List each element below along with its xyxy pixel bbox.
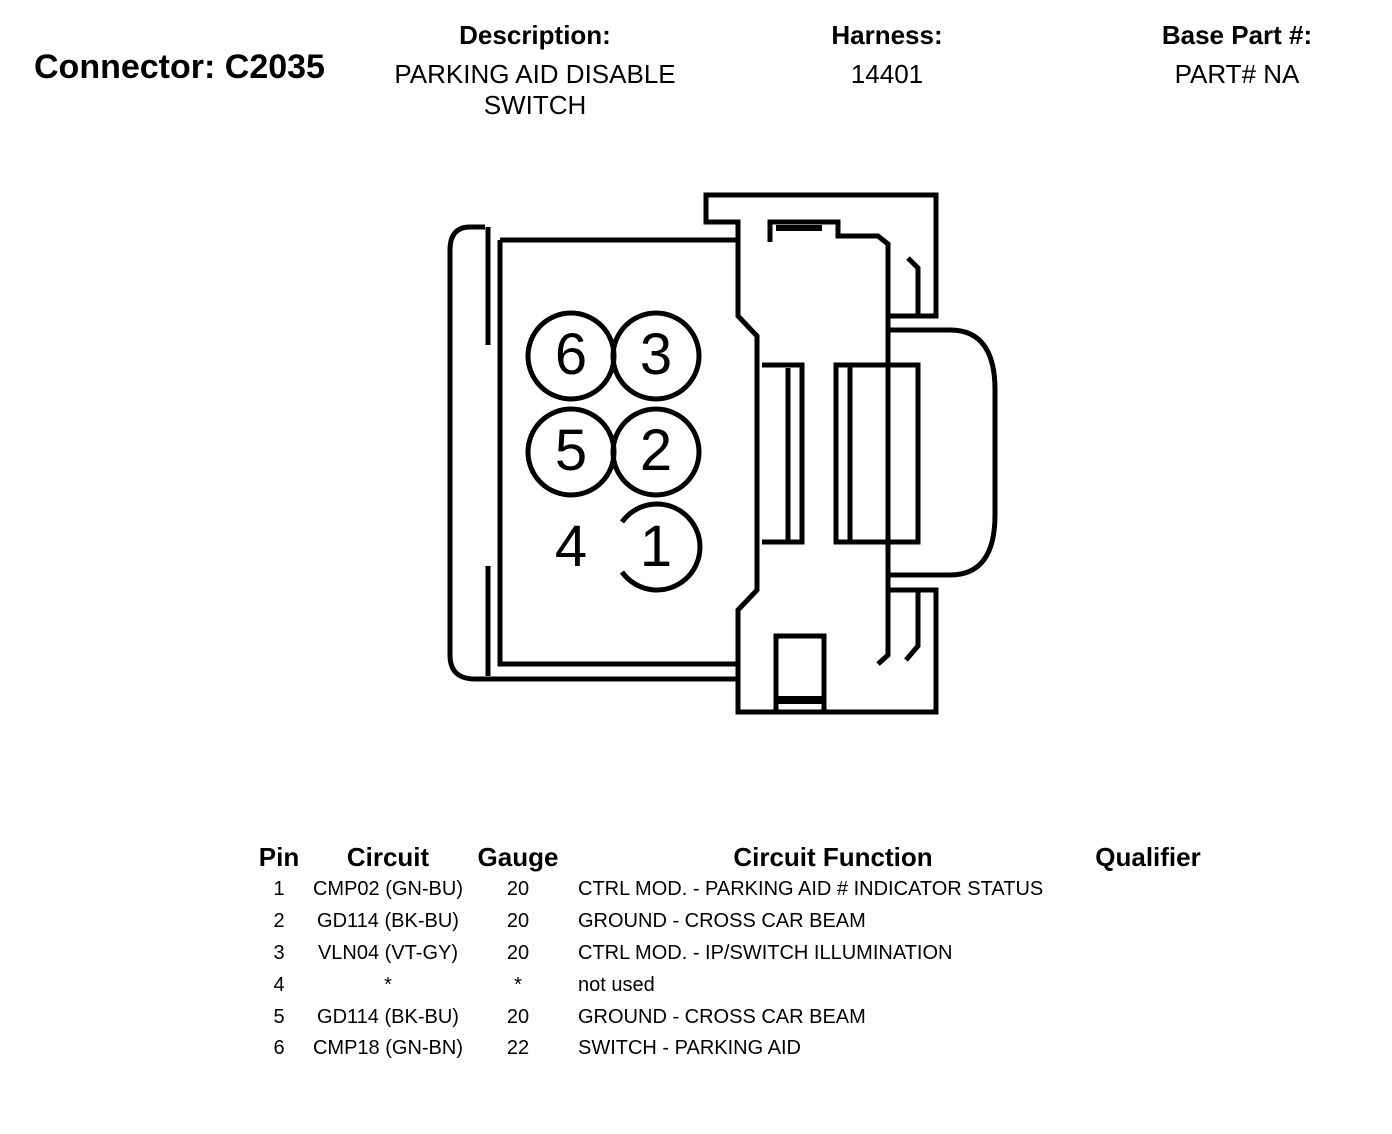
cell-gauge: * (514, 973, 522, 996)
cell-pin: 4 (273, 973, 285, 996)
col-header-function: Circuit Function (733, 841, 933, 872)
cell-function: GROUND - CROSS CAR BEAM (578, 1005, 866, 1028)
cell-circuit: CMP18 (GN-BN) (312, 1037, 463, 1060)
pin-3-circle (610, 310, 702, 402)
cell-qualifier (1088, 969, 1208, 1001)
connector-right-body-top-edge (735, 222, 939, 715)
table-row: 4 * * not used (250, 969, 1208, 1001)
cell-function: CTRL MOD. - PARKING AID # INDICATOR STAT… (578, 878, 1044, 901)
connector-bottom-lock (773, 633, 827, 715)
cell-pin: 2 (273, 910, 285, 933)
col-header-qualifier: Qualifier (1095, 841, 1201, 872)
table-row: 3 VLN04 (VT-GY) 20 CTRL MOD. - IP/SWITCH… (250, 938, 1208, 970)
base-part-value: PART# NA (1174, 59, 1300, 89)
cell-qualifier (1088, 906, 1208, 938)
cell-qualifier (1088, 938, 1208, 970)
pin-label-1: 1 (639, 514, 673, 579)
harness-value: 14401 (850, 59, 924, 89)
pinout-table: Pin Circuit Gauge Circuit Function Quali… (250, 840, 1208, 1065)
pinout-header-row: Pin Circuit Gauge Circuit Function Quali… (250, 840, 1208, 874)
cell-pin: 5 (273, 1005, 285, 1028)
table-row: 1 CMP02 (GN-BU) 20 CTRL MOD. - PARKING A… (250, 874, 1208, 906)
pin-1-circle (619, 501, 703, 593)
table-row: 6 CMP18 (GN-BN) 22 SWITCH - PARKING AID (250, 1033, 1208, 1065)
pin-label-3: 3 (639, 322, 673, 387)
pin-label-6: 6 (554, 322, 588, 387)
cell-qualifier (1088, 1033, 1208, 1065)
connector-slot-left-rail (762, 362, 805, 545)
cell-gauge: 20 (506, 910, 530, 933)
cell-qualifier (1088, 874, 1208, 906)
description-line-2: SWITCH (483, 90, 587, 120)
connector-upper-bevel (906, 256, 921, 316)
base-part-block: Base Part #: PART# NA (1117, 20, 1357, 90)
connector-latch-tab (888, 327, 998, 578)
table-row: 2 GD114 (BK-BU) 20 GROUND - CROSS CAR BE… (250, 906, 1208, 938)
cell-circuit: * (384, 973, 392, 996)
pin-label-4: 4 (554, 514, 588, 579)
harness-label: Harness: (831, 20, 943, 50)
cell-circuit: GD114 (BK-BU) (317, 910, 459, 933)
cell-function: SWITCH - PARKING AID (578, 1037, 801, 1060)
pin-label-5: 5 (554, 418, 588, 483)
col-header-circuit: Circuit (346, 841, 430, 872)
cell-gauge: 20 (506, 878, 530, 901)
cell-circuit: CMP02 (GN-BU) (312, 878, 463, 901)
description-block: Description: PARKING AID DISABLE SWITCH (370, 20, 700, 121)
pin-2-circle (610, 406, 702, 498)
connector-inner-face (497, 237, 738, 667)
harness-block: Harness: 14401 (787, 20, 987, 90)
connector-left-shell (447, 224, 740, 682)
cell-gauge: 20 (506, 941, 530, 964)
cell-gauge: 20 (506, 1005, 530, 1028)
cell-gauge: 22 (506, 1037, 530, 1060)
cell-circuit: VLN04 (VT-GY) (317, 941, 459, 964)
description-label: Description: (459, 20, 611, 50)
connector-latch-window (833, 362, 921, 545)
col-header-gauge: Gauge (477, 841, 559, 872)
cell-function: GROUND - CROSS CAR BEAM (578, 910, 866, 933)
base-part-label: Base Part #: (1161, 20, 1313, 50)
connector-title: Connector: C2035 (34, 48, 325, 86)
cell-function: not used (578, 973, 655, 996)
connector-lower-bevel (904, 590, 921, 662)
description-value: PARKING AID DISABLE SWITCH (370, 59, 700, 121)
cell-pin: 6 (273, 1037, 285, 1060)
cell-pin: 1 (273, 878, 285, 901)
description-line-1: PARKING AID DISABLE (394, 59, 676, 89)
col-header-pin: Pin (258, 841, 300, 872)
cell-function: CTRL MOD. - IP/SWITCH ILLUMINATION (578, 941, 953, 964)
table-row: 5 GD114 (BK-BU) 20 GROUND - CROSS CAR BE… (250, 1001, 1208, 1033)
cell-pin: 3 (273, 941, 285, 964)
cell-qualifier (1088, 1001, 1208, 1033)
pin-label-2: 2 (639, 418, 673, 483)
cell-circuit: GD114 (BK-BU) (317, 1005, 459, 1028)
